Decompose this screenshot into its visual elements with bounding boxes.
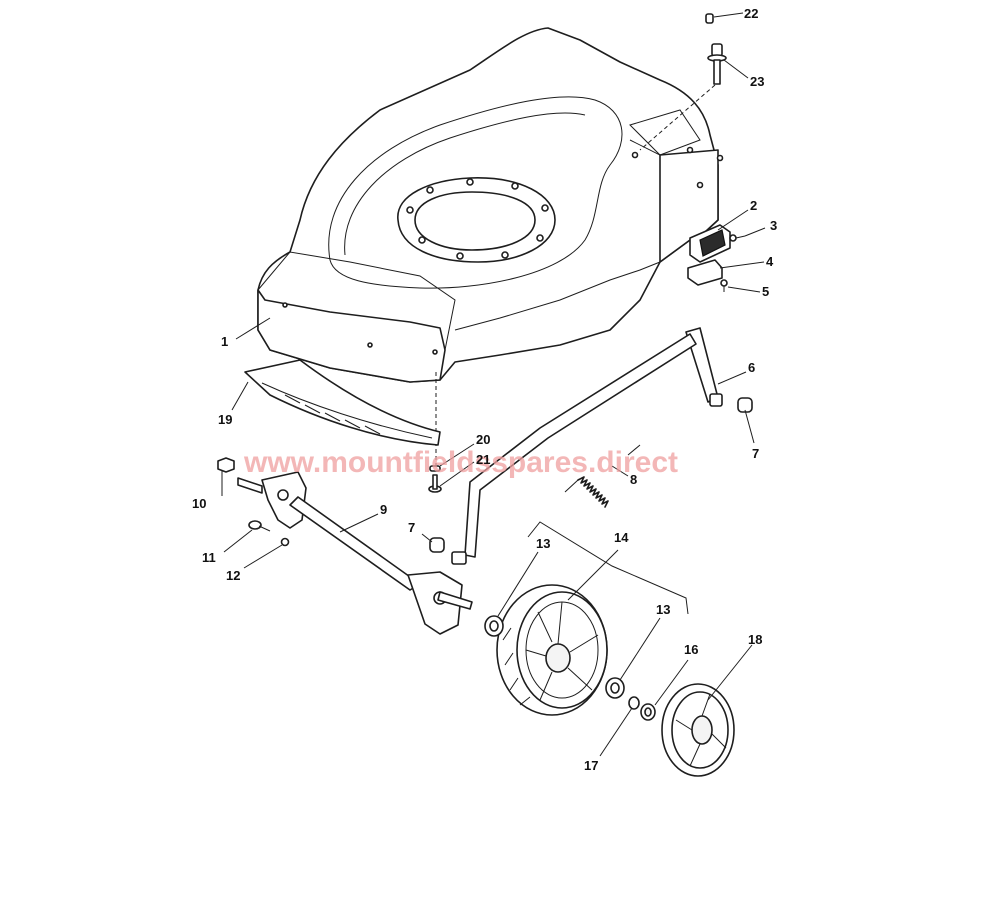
front-axle-assembly xyxy=(237,471,473,635)
deck-stud xyxy=(707,43,727,85)
deck-screw xyxy=(705,13,714,24)
wheel-bearing xyxy=(605,677,625,699)
callout-18: 18 xyxy=(748,632,762,647)
callout-9: 9 xyxy=(380,502,387,517)
bushing xyxy=(429,537,445,553)
watermark-text: www.mountfieldsspares.direct xyxy=(243,446,678,479)
callout-12: 12 xyxy=(226,568,240,583)
height-adjust-lever-bracket xyxy=(689,224,731,263)
callout-labels: 22 23 2 3 4 5 1 6 7 8 19 20 21 10 9 7 11… xyxy=(192,6,777,773)
callout-13-inner: 13 xyxy=(536,536,550,551)
callout-11: 11 xyxy=(202,550,216,565)
axle-washer xyxy=(280,537,290,547)
callout-23: 23 xyxy=(750,74,764,89)
callout-17: 17 xyxy=(584,758,598,773)
wheel-nut xyxy=(640,703,656,721)
callout-19: 19 xyxy=(218,412,232,427)
leader-lines xyxy=(221,12,766,757)
callout-1: 1 xyxy=(221,334,228,349)
bracket-screw xyxy=(729,234,746,242)
callout-5: 5 xyxy=(762,284,769,299)
height-clip xyxy=(687,259,723,286)
tension-spring xyxy=(564,444,641,508)
callout-13-outer: 13 xyxy=(656,602,670,617)
callout-6: 6 xyxy=(748,360,755,375)
callout-16: 16 xyxy=(684,642,698,657)
callout-21: 21 xyxy=(476,452,490,467)
callout-3: 3 xyxy=(770,218,777,233)
clip-screw xyxy=(720,279,728,292)
guard-screw xyxy=(429,465,441,472)
wheel-washer xyxy=(628,696,640,710)
guard-washer xyxy=(428,474,442,493)
callout-8: 8 xyxy=(630,472,637,487)
callout-2: 2 xyxy=(750,198,757,213)
front-bumper-guard xyxy=(244,359,441,446)
axle-nut xyxy=(217,457,235,473)
mower-deck-housing xyxy=(257,27,724,383)
callout-20: 20 xyxy=(476,432,490,447)
axle-bolt xyxy=(248,520,271,532)
hub-cap xyxy=(661,683,735,777)
wheel xyxy=(496,584,608,716)
callout-7-rear: 7 xyxy=(752,446,759,461)
callout-7-front: 7 xyxy=(408,520,415,535)
bushing xyxy=(737,397,753,413)
callout-bracket xyxy=(527,521,689,615)
callout-14: 14 xyxy=(614,530,629,545)
wheel-bearing xyxy=(484,615,504,637)
callout-22: 22 xyxy=(744,6,758,21)
callout-10: 10 xyxy=(192,496,206,511)
rear-handle-axle-rod xyxy=(451,327,723,565)
callout-4: 4 xyxy=(766,254,774,269)
alignment-line xyxy=(639,84,716,151)
